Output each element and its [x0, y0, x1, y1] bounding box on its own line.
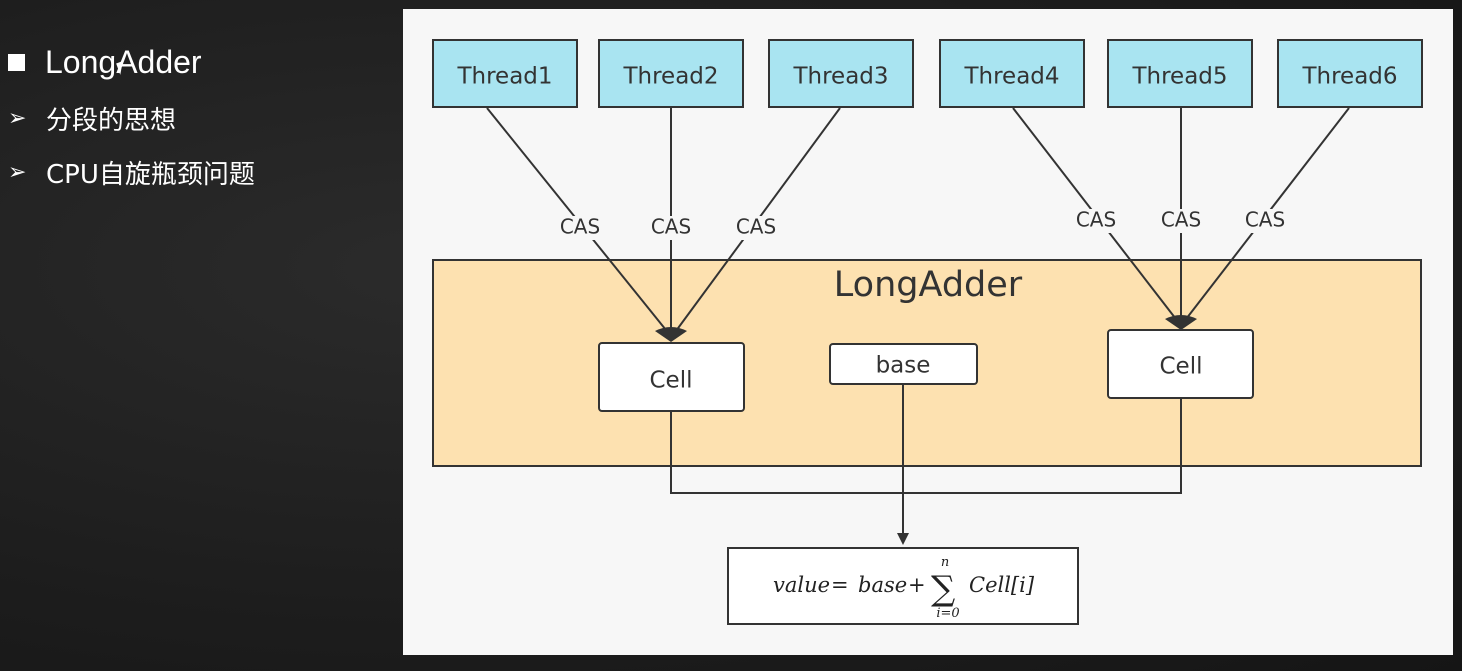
base-label: base [876, 353, 931, 379]
thread-label-6: Thread6 [1301, 64, 1397, 90]
arrow-bullet-icon: ➢ [8, 106, 27, 131]
arrowhead-left-cell-icon [655, 327, 687, 342]
cas-label-thread2: CAS [651, 215, 691, 239]
bullet-main: LongAdder [8, 44, 202, 81]
bullet-sub-1: ➢ 分段的思想 [8, 100, 176, 137]
formula-lhs: value [773, 573, 830, 597]
cas-label-thread1: CAS [560, 215, 600, 239]
formula-box [727, 547, 1079, 625]
thread-box-1 [432, 39, 578, 108]
thread-label-1: Thread1 [456, 64, 552, 90]
cas-label-thread5: CAS [1161, 208, 1201, 232]
thread-box-5 [1107, 39, 1253, 108]
thread-box-2 [598, 39, 744, 108]
thread-box-3 [768, 39, 914, 108]
cas-label-thread3: CAS [736, 215, 776, 239]
arrowhead-right-cell-icon [1165, 315, 1197, 330]
thread-label-4: Thread4 [963, 64, 1059, 90]
cas-label-thread4: CAS [1076, 208, 1116, 232]
sum-sign-icon: ∑ [931, 569, 955, 609]
thread-label-3: Thread3 [792, 64, 888, 90]
formula-eq: = [831, 573, 849, 597]
cell-label-left: Cell [650, 368, 693, 394]
thread-label-2: Thread2 [622, 64, 718, 90]
longadder-diagram: LongAdder CAS CAS CAS CAS CAS CAS Thread… [432, 39, 1423, 625]
diagram-panel: LongAdder CAS CAS CAS CAS CAS CAS Thread… [403, 9, 1453, 655]
bullet-sub-2-text: CPU自旋瓶颈问题 [46, 160, 255, 190]
cell-label-right: Cell [1160, 354, 1203, 380]
base-box [829, 343, 978, 385]
cas-label-thread6: CAS [1245, 208, 1285, 232]
bullet-sub-1-text: 分段的思想 [46, 106, 177, 136]
cell-box-left [598, 342, 745, 412]
bullet-sub-2: ➢ CPU自旋瓶颈问题 [8, 154, 255, 191]
thread-box-4 [939, 39, 1085, 108]
square-bullet-icon [8, 54, 25, 71]
thread-label-5: Thread5 [1131, 64, 1227, 90]
bullet-main-text: LongAdder [45, 44, 202, 80]
formula-plus: + [908, 573, 926, 597]
formula-base: base [858, 573, 907, 597]
formula-sum-lower: i=0 [936, 606, 959, 621]
longadder-container-label: LongAdder [834, 265, 1023, 305]
thread-box-6 [1277, 39, 1423, 108]
cell-box-right [1107, 329, 1254, 399]
formula-sum-upper: n [941, 555, 949, 570]
formula-term: Cell[i] [969, 573, 1035, 597]
arrow-bullet-icon: ➢ [8, 160, 27, 185]
sum-connector-line [670, 399, 1182, 494]
